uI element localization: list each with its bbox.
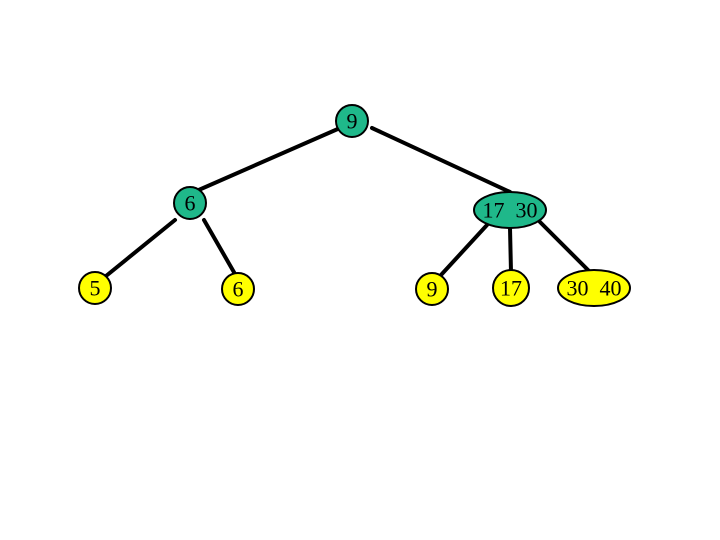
leaf-node: 5 bbox=[78, 271, 112, 305]
node-right: 17 30 bbox=[473, 191, 547, 229]
leaf-label: 17 bbox=[500, 276, 522, 301]
node-right-label: 17 30 bbox=[483, 198, 538, 223]
node-left: 6 bbox=[173, 186, 207, 220]
leaf-label: 30 40 bbox=[567, 276, 622, 301]
leaf-node: 30 40 bbox=[557, 269, 631, 307]
edge-root-right bbox=[370, 126, 512, 194]
node-root: 9 bbox=[335, 104, 369, 138]
leaf-node: 17 bbox=[492, 269, 530, 307]
node-left-label: 6 bbox=[185, 191, 196, 216]
leaf-label: 6 bbox=[233, 277, 244, 302]
edge-left-5 bbox=[104, 218, 177, 278]
edge-right-17 bbox=[508, 226, 513, 274]
leaf-node: 6 bbox=[221, 272, 255, 306]
edge-root-left bbox=[183, 126, 342, 198]
edge-right-3040 bbox=[538, 220, 592, 274]
leaf-node: 9 bbox=[415, 272, 449, 306]
node-root-label: 9 bbox=[347, 109, 358, 134]
edge-left-6 bbox=[202, 218, 237, 276]
edge-right-9 bbox=[439, 223, 489, 277]
leaf-label: 9 bbox=[427, 277, 438, 302]
leaf-label: 5 bbox=[90, 276, 101, 301]
